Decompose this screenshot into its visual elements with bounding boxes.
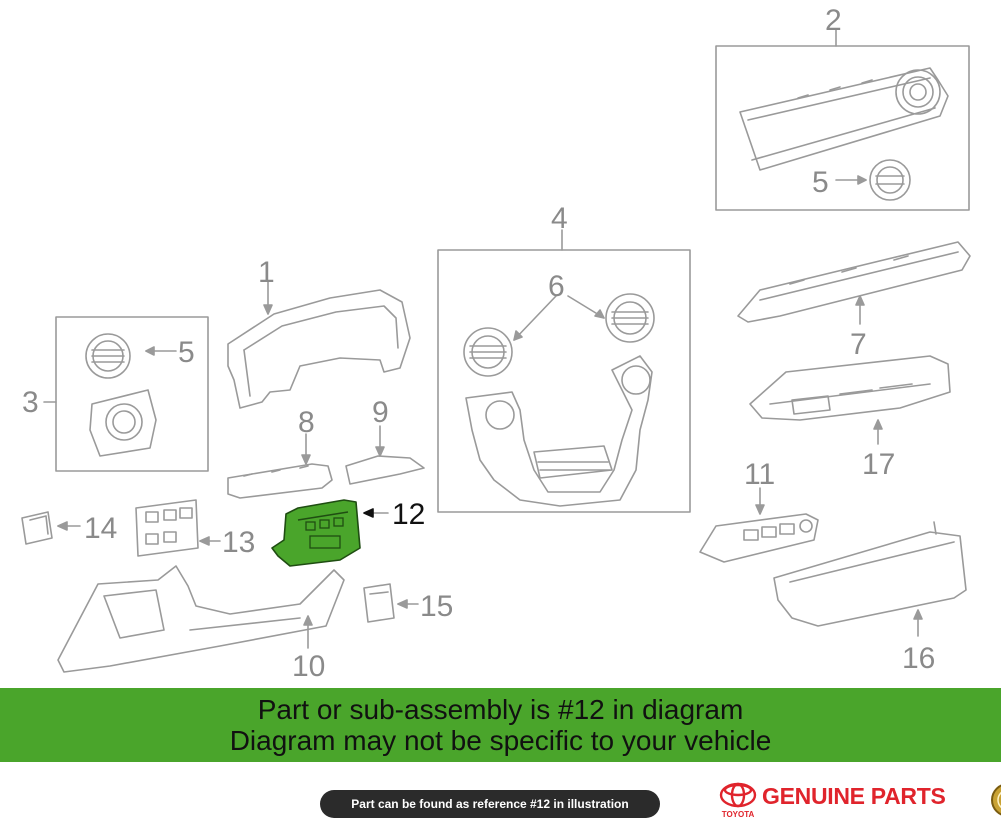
label-part-6: 6 <box>548 270 565 303</box>
callout-line-1: Part or sub-assembly is #12 in diagram <box>257 694 744 725</box>
vent-round-large <box>895 69 941 115</box>
label-part-7: 7 <box>850 328 867 361</box>
label-part-12: 12 <box>392 498 425 531</box>
reference-pill: Part can be found as reference #12 in il… <box>320 790 660 818</box>
gold-seal-icon <box>991 784 1001 816</box>
part-4-box <box>437 249 691 513</box>
label-part-11: 11 <box>744 458 775 491</box>
part-1-group <box>227 281 411 409</box>
genuine-parts-text: GENUINE PARTS <box>762 783 946 809</box>
part-16-group <box>773 521 967 637</box>
label-part-8: 8 <box>298 406 315 439</box>
label-part-16: 16 <box>902 642 935 675</box>
part-13-group <box>135 499 221 557</box>
label-part-14: 14 <box>84 512 117 545</box>
label-part-4: 4 <box>551 202 568 235</box>
genuine-parts-brand: TOYOTA GENUINE PARTS <box>712 780 952 820</box>
label-part-1: 1 <box>258 256 275 289</box>
switch-15 <box>363 583 395 623</box>
parts-diagram: 2 5 4 6 1 5 3 7 8 9 17 11 14 13 15 10 16… <box>21 4 971 683</box>
part-15-group <box>363 583 419 623</box>
label-part-9: 9 <box>372 396 389 429</box>
vent-6-right <box>605 293 655 343</box>
label-part-15: 15 <box>420 590 453 623</box>
switch-base-13 <box>135 499 199 557</box>
part-2-group <box>715 29 970 211</box>
label-part-3: 3 <box>22 386 39 419</box>
part-2-box <box>715 45 970 211</box>
vent-housing-3 <box>89 389 157 457</box>
label-part-17: 17 <box>862 448 895 481</box>
part-9-group <box>345 425 425 485</box>
label-part-13: 13 <box>222 526 255 559</box>
upper-trim-strip <box>737 241 971 323</box>
callout-banner: Part or sub-assembly is #12 in diagram D… <box>0 688 1001 762</box>
part-14-group <box>21 511 81 545</box>
part-11-group <box>699 487 819 563</box>
part-4-group <box>437 229 691 513</box>
part-3-group <box>43 316 209 472</box>
vent-6-left <box>463 327 513 377</box>
lower-tray-17 <box>749 355 951 421</box>
vent-round-5-upper <box>869 159 911 201</box>
center-cluster-panel <box>465 355 653 507</box>
combination-meter-hood <box>227 289 411 409</box>
trim-9 <box>345 455 425 485</box>
lower-panel-10 <box>57 565 345 673</box>
label-part-5-left: 5 <box>178 336 195 369</box>
switch-panel-11 <box>699 513 819 563</box>
glove-box-16 <box>773 531 967 627</box>
part-7-group <box>737 241 971 325</box>
switch-14 <box>21 511 53 545</box>
toyota-emblem-icon: TOYOTA <box>719 782 757 819</box>
toyota-logo-text: TOYOTA <box>722 810 755 819</box>
label-part-10: 10 <box>292 650 325 683</box>
label-part-5-upper: 5 <box>812 166 829 199</box>
part-3-box <box>55 316 209 472</box>
part-17-group <box>749 355 951 445</box>
label-part-2: 2 <box>825 4 842 37</box>
center-garnish-panel <box>739 67 949 171</box>
trim-8 <box>227 463 333 499</box>
vent-5-left <box>85 333 131 379</box>
part-12-highlighted <box>271 499 361 567</box>
callout-line-2: Diagram may not be specific to your vehi… <box>229 725 772 756</box>
part-10-group <box>57 565 345 673</box>
part-8-group <box>227 433 333 499</box>
